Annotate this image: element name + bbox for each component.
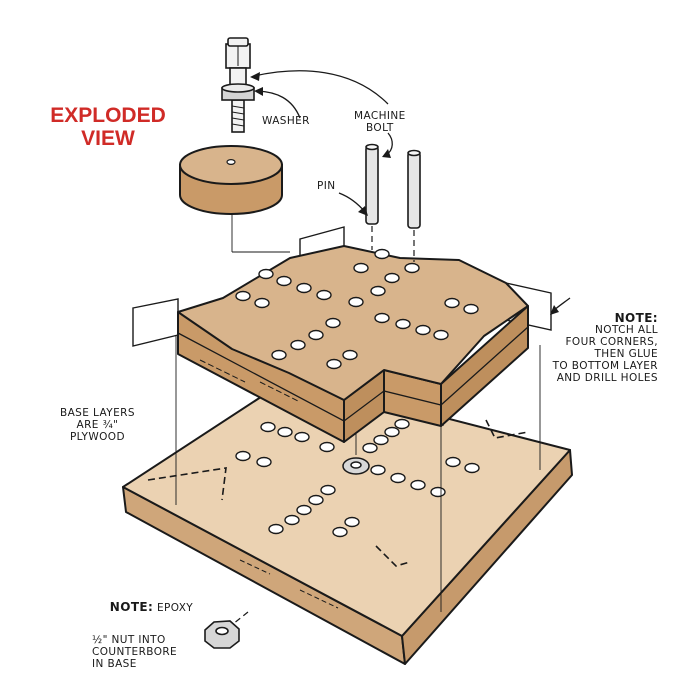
note-epoxy-heading: NOTE: (109, 600, 154, 614)
note-notch-heading: NOTE: (614, 311, 658, 325)
note-epoxy-first-line: EPOXY (153, 602, 194, 614)
note-epoxy-nut: NOTE: EPOXY ½" NUT INTO COUNTERBORE IN B… (92, 580, 193, 670)
top-grain (199, 359, 301, 403)
base-holes (235, 418, 480, 538)
pin-label: PIN (317, 180, 336, 192)
base-grain (239, 559, 339, 609)
base-plate (122, 377, 573, 665)
machine-bolt-label: MACHINE BOLT (354, 110, 406, 134)
counterbore-nut (342, 457, 370, 475)
washer-label: WASHER (262, 115, 310, 127)
cylinder-block (179, 145, 283, 215)
lamination-lines (177, 326, 529, 422)
note-epoxy-body: ½" NUT INTO COUNTERBORE IN BASE (92, 634, 178, 670)
machine-bolt (225, 37, 251, 133)
base-layers-label: BASE LAYERS ARE ¾" PLYWOOD (60, 407, 135, 443)
arrowheads (250, 72, 559, 315)
washer (221, 83, 255, 101)
top-layer (177, 245, 529, 443)
top-holes (235, 248, 479, 370)
diagram-title: EXPLODED VIEW (50, 104, 166, 150)
note-notch-corners: NOTE: NOTCH ALL FOUR CORNERS, THEN GLUE … (546, 312, 658, 384)
note-notch-body: NOTCH ALL FOUR CORNERS, THEN GLUE TO BOT… (552, 324, 658, 384)
loose-nut (204, 620, 240, 649)
pins (365, 143, 421, 229)
